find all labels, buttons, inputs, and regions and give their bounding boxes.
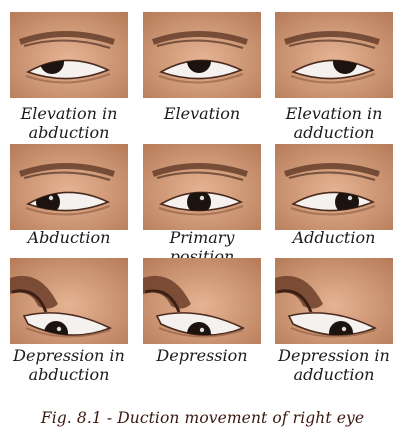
eye-panel-caption: Adduction — [292, 228, 376, 247]
eye-photo — [10, 12, 128, 98]
eye-photo — [10, 144, 128, 230]
eye-panel-caption: Elevation in adduction — [285, 104, 383, 142]
eye-panel-caption: Depression — [156, 346, 248, 365]
eye-panel-caption: Depression in adduction — [278, 346, 390, 384]
eye-panel-caption: Depression in abduction — [13, 346, 125, 384]
eye-photo — [143, 12, 261, 98]
eye-panel-caption: Abduction — [27, 228, 111, 247]
eye-photo — [10, 258, 128, 344]
eye-panel-caption: Elevation in abduction — [20, 104, 118, 142]
eye-photo — [143, 258, 261, 344]
eye-photo — [143, 144, 261, 230]
eye-photo — [275, 12, 393, 98]
eye-panel-caption: Elevation — [163, 104, 241, 123]
eye-photo — [275, 258, 393, 344]
eye-photo — [275, 144, 393, 230]
figure-caption: Fig. 8.1 - Duction movement of right eye — [40, 409, 365, 427]
